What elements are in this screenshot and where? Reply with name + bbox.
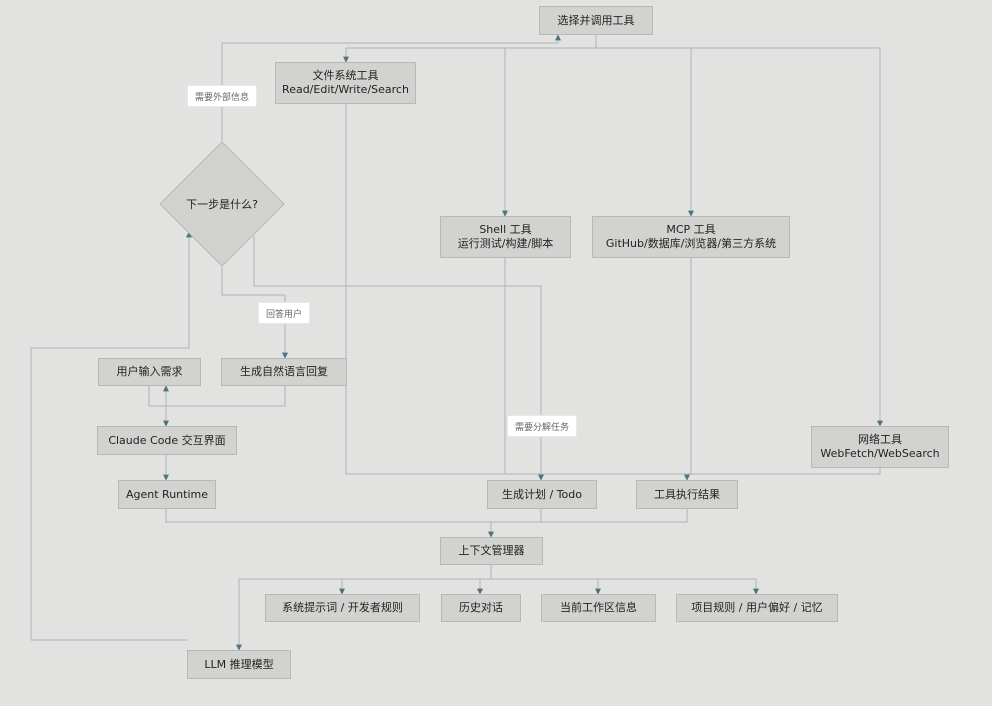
decision-label: 下一步是什么? (186, 198, 258, 211)
edge-select-to-mcp (596, 47, 694, 217)
decision-diamond (159, 141, 285, 267)
user-input-label: 用户输入需求 (116, 365, 183, 378)
edge-web-to-result (687, 468, 881, 475)
llm-node: LLM 推理模型 (187, 650, 291, 679)
fs-tool-sub: Read/Edit/Write/Search (282, 83, 409, 96)
edge-result-to-context (491, 509, 688, 523)
gen-reply-label: 生成自然语言回复 (240, 365, 328, 378)
web-tool-sub: WebFetch/WebSearch (820, 447, 940, 460)
edge-label-need-external: 需要外部信息 (187, 85, 257, 107)
edge-context-to-rules (491, 578, 759, 595)
workspace-node: 当前工作区信息 (541, 594, 656, 622)
edge-decision-to-reply (221, 267, 288, 359)
fs-tool-node: 文件系统工具 Read/Edit/Write/Search (275, 62, 416, 104)
mcp-tool-sub: GitHub/数据库/浏览器/第三方系统 (605, 237, 777, 250)
edge-select-to-web (596, 47, 883, 427)
sys-prompt-label: 系统提示词 / 开发者规则 (282, 601, 403, 614)
shell-tool-title: Shell 工具 (479, 223, 532, 236)
edge-user-to-ui (148, 386, 166, 407)
edge-select-to-fs (343, 35, 597, 63)
edge-context-to-history (477, 578, 491, 595)
edge-reply-to-ui (163, 386, 286, 427)
agent-runtime-node: Agent Runtime (118, 480, 216, 509)
select-tool-node: 选择并调用工具 (539, 6, 653, 35)
llm-label: LLM 推理模型 (204, 657, 274, 671)
context-manager-label: 上下文管理器 (458, 544, 525, 557)
mcp-tool-title: MCP 工具 (666, 223, 716, 236)
edge-runtime-to-context (165, 509, 494, 538)
select-tool-label: 选择并调用工具 (557, 13, 635, 27)
shell-tool-sub: 运行测试/构建/脚本 (457, 237, 554, 250)
edge-select-to-shell (502, 47, 596, 217)
history-label: 历史对话 (459, 601, 503, 614)
edge-fs-to-result (345, 104, 690, 481)
fs-tool-title: 文件系统工具 (312, 69, 379, 82)
plan-todo-node: 生成计划 / Todo (487, 480, 597, 509)
workspace-label: 当前工作区信息 (560, 601, 637, 614)
context-manager-node: 上下文管理器 (440, 537, 543, 565)
project-rules-label: 项目规则 / 用户偏好 / 记忆 (691, 601, 823, 614)
edge-llm-to-decision (30, 231, 192, 641)
shell-tool-node: Shell 工具 运行测试/构建/脚本 (440, 216, 571, 258)
history-node: 历史对话 (441, 594, 521, 622)
edge-context-to-workspace (491, 578, 601, 595)
agent-runtime-label: Agent Runtime (125, 487, 208, 501)
edge-context-to-sys (339, 578, 491, 595)
mcp-tool-node: MCP 工具 GitHub/数据库/浏览器/第三方系统 (592, 216, 790, 258)
tool-result-label: 工具执行结果 (654, 487, 720, 501)
web-tool-title: 网络工具 (858, 433, 902, 446)
project-rules-node: 项目规则 / 用户偏好 / 记忆 (676, 594, 838, 622)
edge-label-answer-user: 回答用户 (258, 302, 310, 324)
claude-ui-node: Claude Code 交互界面 (97, 426, 237, 455)
sys-prompt-node: 系统提示词 / 开发者规则 (265, 594, 420, 622)
plan-todo-label: 生成计划 / Todo (502, 487, 582, 501)
tool-result-node: 工具执行结果 (636, 480, 738, 509)
web-tool-node: 网络工具 WebFetch/WebSearch (811, 426, 949, 468)
edge-decision-to-plan (253, 236, 544, 481)
user-input-node: 用户输入需求 (98, 358, 201, 386)
edge-label-need-decompose: 需要分解任务 (507, 415, 577, 437)
gen-reply-node: 生成自然语言回复 (221, 358, 347, 386)
claude-ui-label: Claude Code 交互界面 (108, 433, 226, 447)
